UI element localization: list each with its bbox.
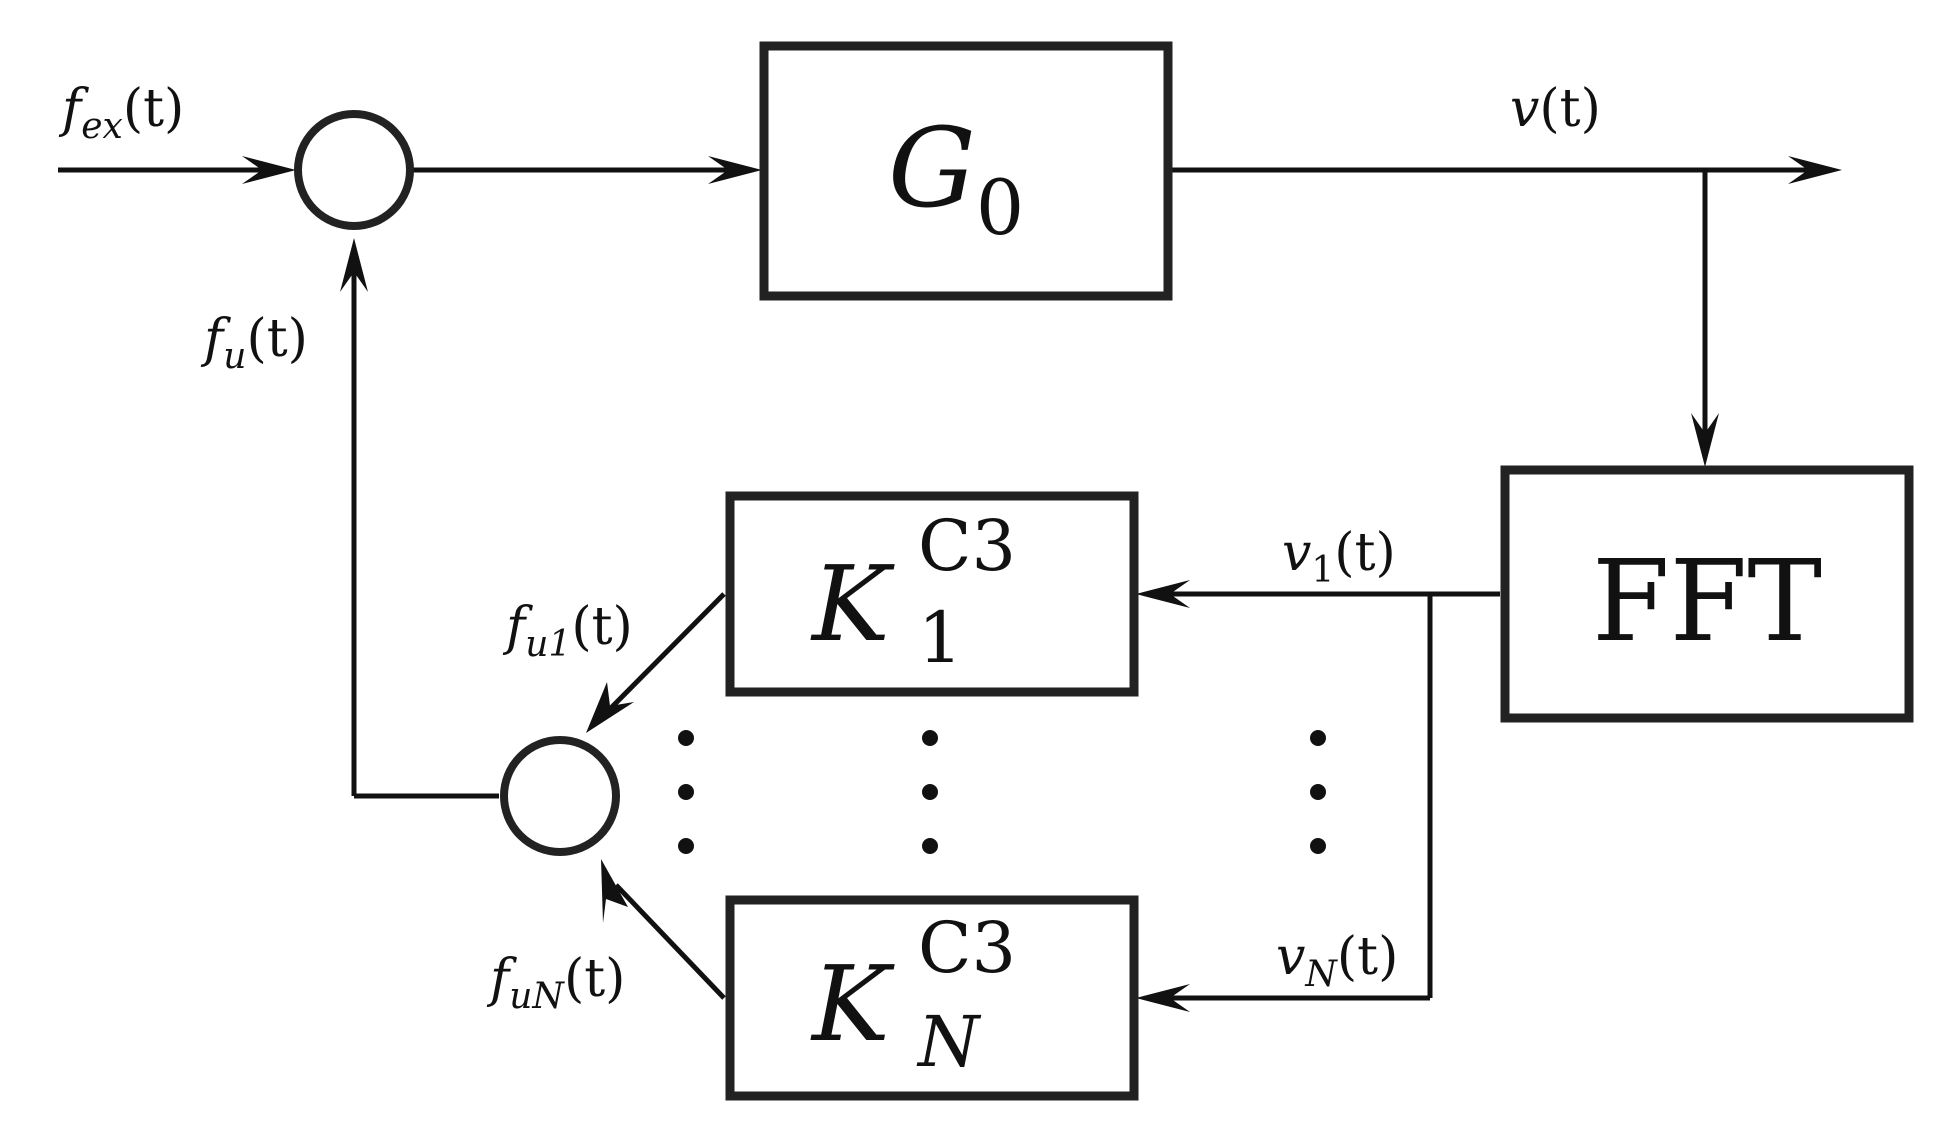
label-f-un: fuN(t) [486, 949, 625, 1017]
block-k1 [725, 491, 1139, 697]
arrowhead-feedback-up [340, 238, 368, 292]
label-v1: v1(t) [1282, 523, 1396, 591]
block-kn [725, 895, 1139, 1101]
summing-junction-main [294, 110, 414, 230]
ellipsis-column-right [1310, 730, 1326, 854]
k1-to-sum-wire [600, 592, 726, 719]
arrowhead-to-kn [1136, 984, 1190, 1012]
label-k1: K C3 1 [810, 473, 1049, 679]
ellipsis-column-middle [922, 730, 938, 854]
arrowhead-input [242, 156, 296, 184]
summing-junction-controllers [500, 736, 620, 856]
label-g0: G0 [888, 104, 1024, 252]
arrowhead-to-k1 [1136, 580, 1190, 608]
label-v: v(t) [1510, 79, 1601, 139]
block-g0 [759, 41, 1173, 301]
label-f-u: fu(t) [200, 309, 308, 377]
arrowhead-to-fft [1691, 413, 1719, 467]
kn-to-sum-wire [614, 883, 726, 1000]
arrowhead-output [1788, 156, 1842, 184]
arrowhead-f-u1 [586, 682, 634, 733]
label-vn: vN(t) [1276, 927, 1398, 995]
label-kn: K C3 N [810, 875, 1049, 1083]
arrowhead-to-g0 [708, 156, 762, 184]
label-fft: FFT [1592, 537, 1822, 667]
arrowhead-f-un [601, 859, 628, 923]
label-f-ex: fex(t) [58, 79, 184, 147]
block-fft [1500, 465, 1914, 723]
ellipsis-column-left [678, 730, 694, 854]
label-f-u1: fu1(t) [502, 597, 633, 665]
